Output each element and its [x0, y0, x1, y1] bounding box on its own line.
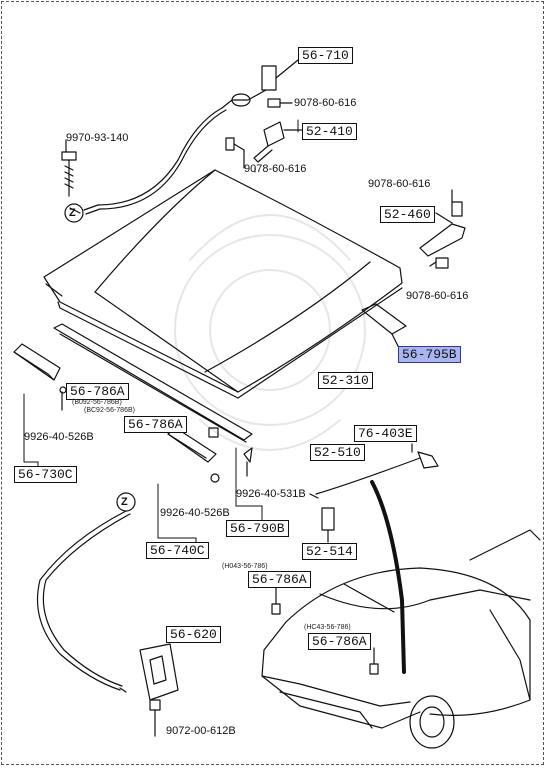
z-label-top: Z	[69, 207, 76, 219]
release-cable	[36, 510, 131, 693]
part-56-730C: 56-730C	[14, 466, 77, 483]
part-56-620: 56-620	[166, 626, 221, 643]
part-9970-93-140: 9970-93-140	[66, 132, 129, 144]
seal-clip	[243, 447, 253, 477]
part-9078-60-616-hinge-lower: 9078-60-616	[406, 290, 469, 302]
hood-front-seal	[53, 323, 253, 443]
release-lever	[139, 643, 179, 737]
prop-rod-arrow	[370, 480, 406, 674]
callout-brackets	[23, 119, 299, 543]
part-note-h043: (H043-56-786)	[222, 563, 268, 570]
z-label-bottom: Z	[121, 496, 128, 508]
hood-stay	[309, 443, 439, 499]
part-9078-60-616-hinge-upper: 9078-60-616	[368, 178, 431, 190]
car-front	[261, 529, 541, 749]
left-seal-block	[13, 343, 67, 411]
part-56-710: 56-710	[298, 47, 353, 64]
car-clip-upper	[271, 603, 281, 615]
upper-latch	[225, 121, 303, 169]
part-9078-60-616-top: 9078-60-616	[294, 97, 357, 109]
left-screw	[61, 139, 77, 197]
part-note-hc43: (HC43-56-786)	[304, 624, 351, 631]
watermark-emblem	[174, 214, 366, 451]
mid-seal-block	[167, 427, 220, 483]
car-clip-lower	[369, 663, 379, 675]
part-56-795B[interactable]: 56-795B	[398, 346, 461, 363]
part-9926-40-531B: 9926-40-531B	[236, 488, 306, 500]
part-56-786A-left: 56-786A	[66, 383, 129, 400]
part-76-403E: 76-403E	[354, 425, 417, 442]
part-52-514: 52-514	[302, 543, 357, 560]
hood-hinge	[419, 189, 466, 269]
hood-panel	[43, 169, 403, 399]
part-56-786A-mid: 56-786A	[124, 416, 187, 433]
part-9072-00-612B: 9072-00-612B	[166, 725, 236, 737]
z-marker-top	[64, 203, 84, 223]
part-56-740C: 56-740C	[146, 542, 209, 559]
part-52-510: 52-510	[310, 444, 365, 461]
part-9926-40-526B-left: 9926-40-526B	[24, 431, 94, 443]
part-9078-60-616-latch: 9078-60-616	[244, 163, 307, 175]
part-56-786A-car-lower: 56-786A	[308, 633, 371, 650]
part-52-410: 52-410	[302, 123, 357, 140]
part-56-790B: 56-790B	[226, 520, 289, 537]
part-52-310: 52-310	[318, 372, 373, 389]
part-52-460: 52-460	[380, 206, 435, 223]
part-note-bc92: (BC92-56-786B)	[84, 407, 135, 414]
part-9926-40-526B-mid: 9926-40-526B	[160, 507, 230, 519]
top-bolt	[267, 98, 293, 108]
part-56-786A-car-upper: 56-786A	[248, 571, 311, 588]
part-note-b092: (B092-56-786B)	[72, 399, 122, 406]
top-cable	[69, 59, 299, 215]
stay-clip	[321, 507, 335, 543]
